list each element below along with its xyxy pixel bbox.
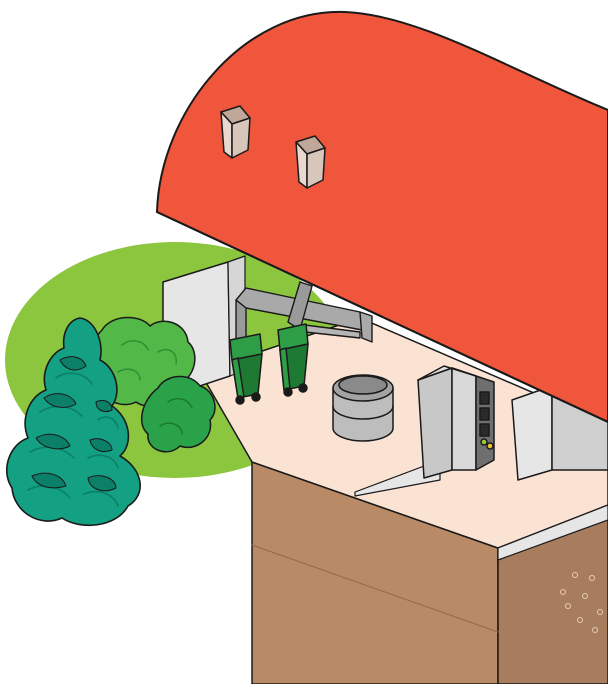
control-cabinet: [418, 366, 494, 478]
partition-wall-right: [512, 386, 552, 480]
digester-tank: [333, 375, 393, 441]
roof-vent-right: [296, 136, 325, 188]
roof-vent-left: [221, 106, 250, 158]
